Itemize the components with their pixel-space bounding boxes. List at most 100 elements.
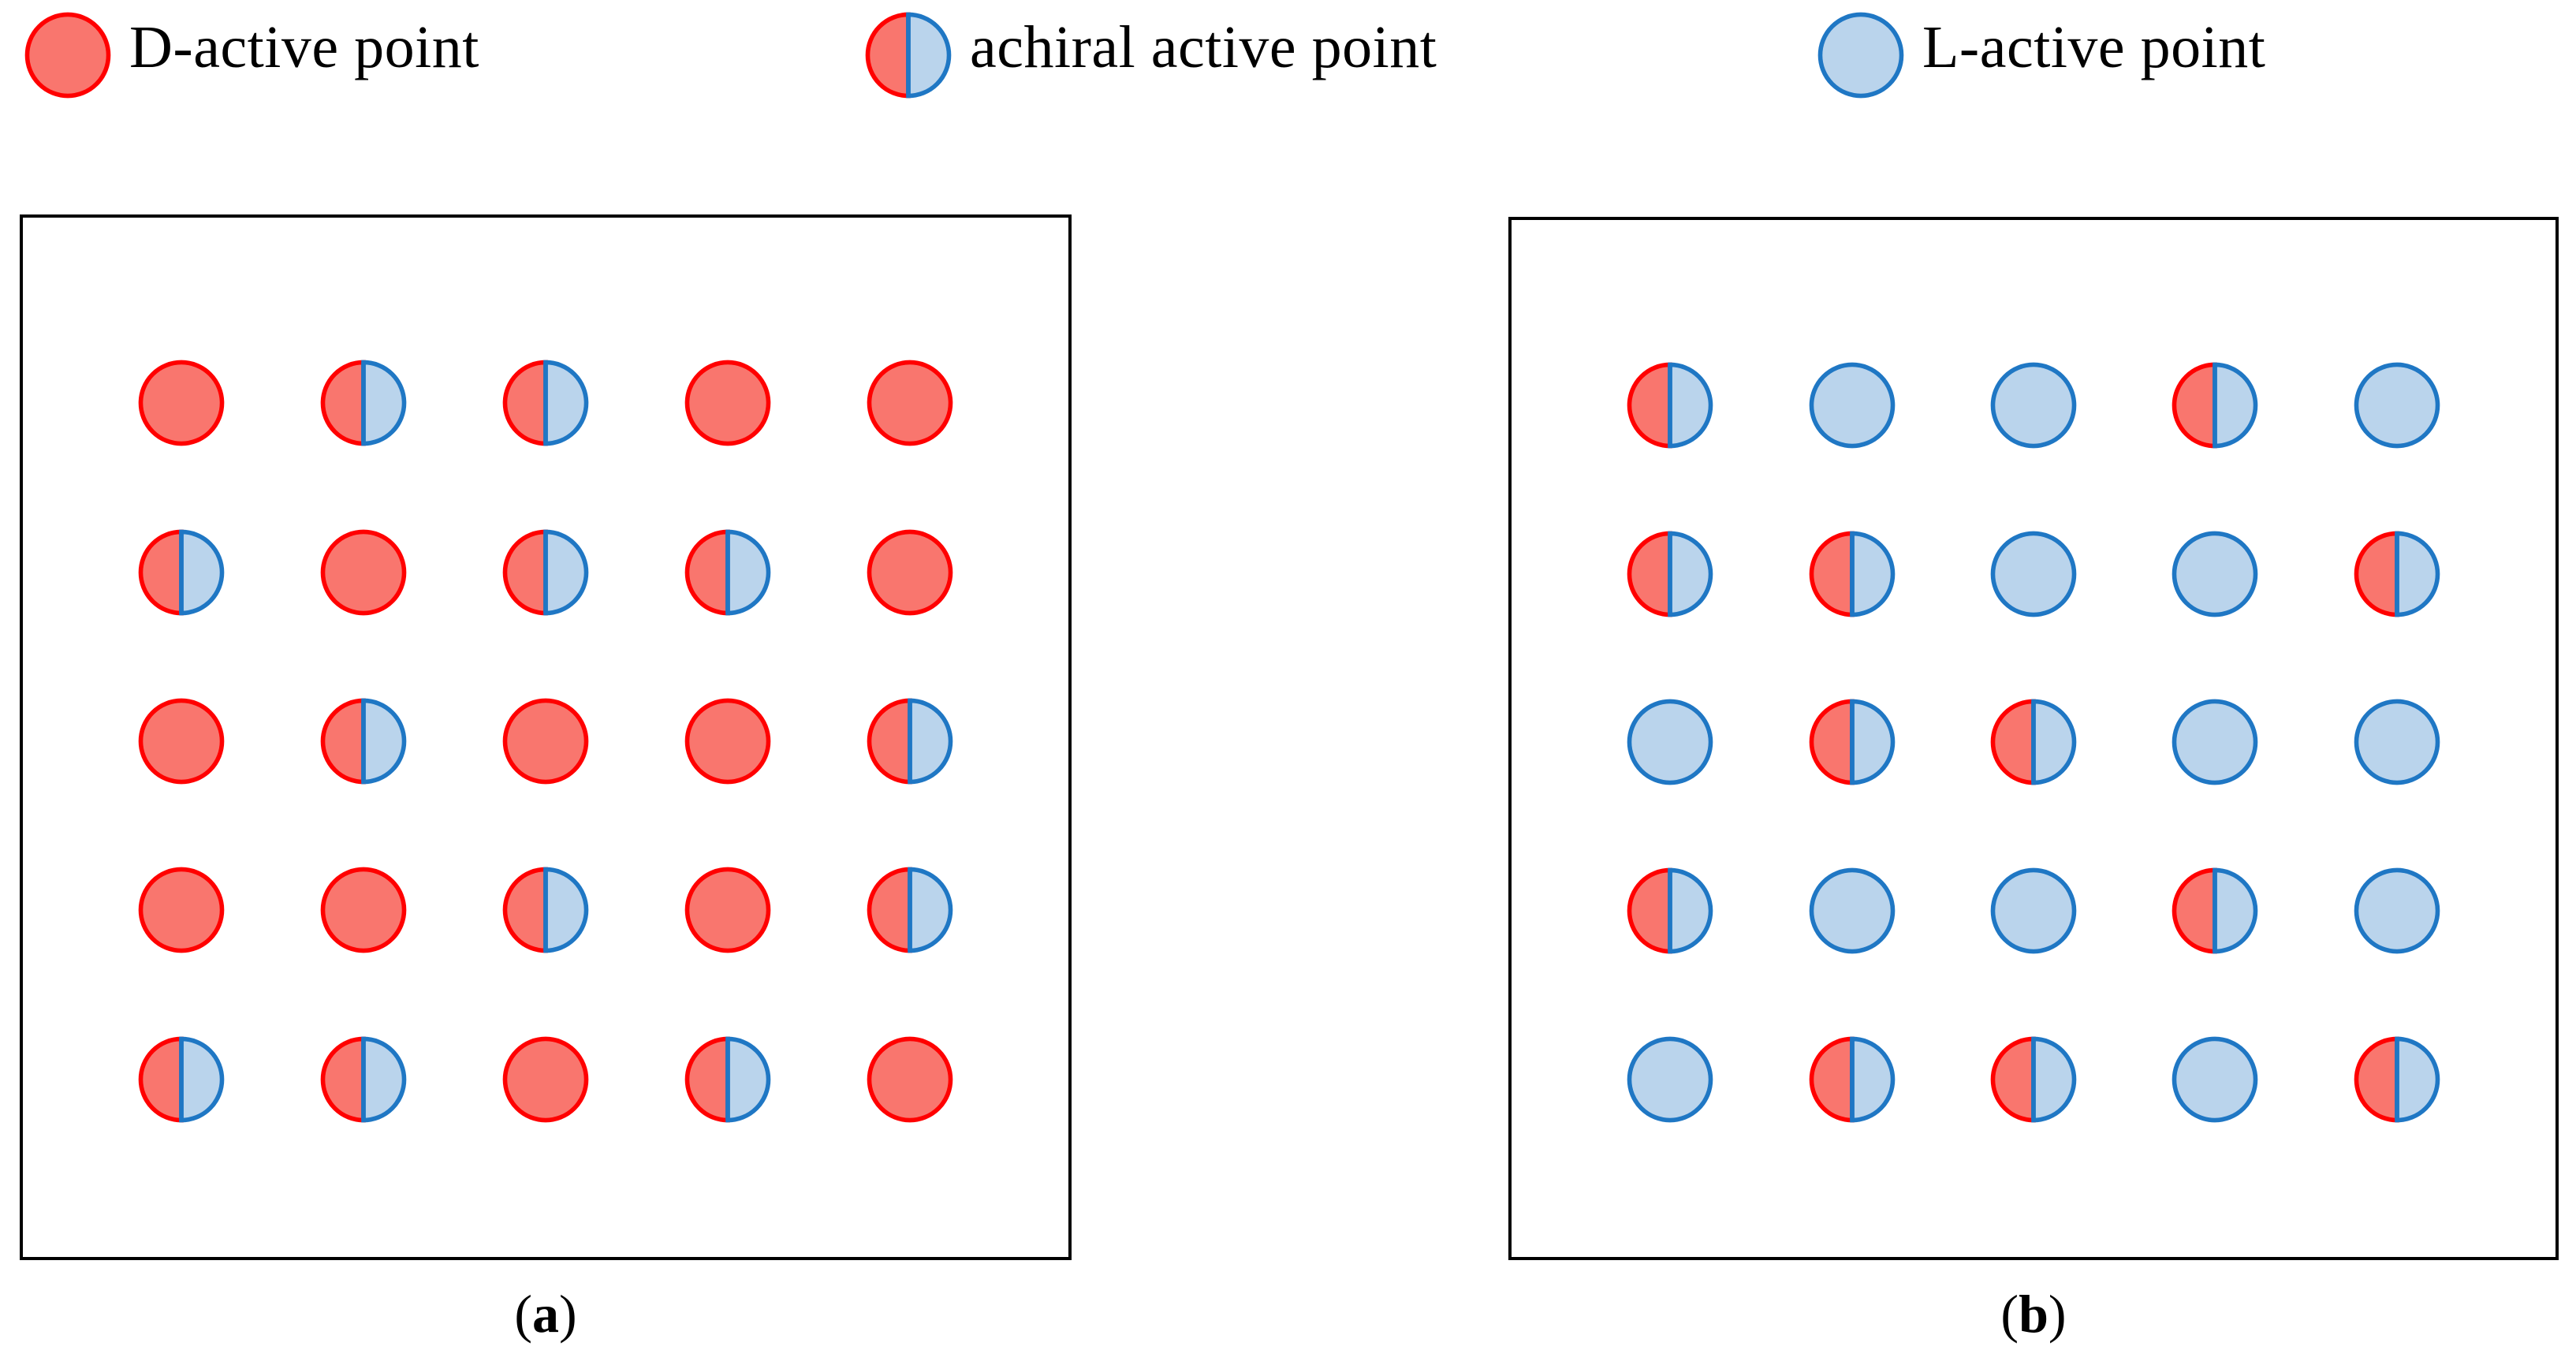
legend-label-achiral: achiral active point <box>970 14 1437 80</box>
achiral-half-circle-icon <box>1627 531 1713 617</box>
lattice-cell-b-r2c2 <box>1761 490 1942 658</box>
achiral-half-circle-icon <box>1809 531 1895 617</box>
d-active-circle-icon <box>139 360 225 446</box>
lattice-cell-a-r5c1 <box>91 995 273 1164</box>
d-active-circle-icon <box>684 360 771 446</box>
lattice-cell-b-r5c1 <box>1579 995 1761 1164</box>
lattice-cell-a-r3c5 <box>818 657 1001 826</box>
d-active-circle-icon <box>684 867 771 953</box>
achiral-half-circle-icon <box>867 698 952 785</box>
lattice-cell-b-r5c2 <box>1761 995 1942 1164</box>
lattice-cell-a-r4c2 <box>273 826 455 994</box>
achiral-half-circle-icon <box>867 867 952 953</box>
lattice-cell-a-r3c3 <box>455 657 637 826</box>
achiral-half-circle-icon <box>320 1036 407 1123</box>
d-active-circle-icon <box>867 360 952 446</box>
lattice-cell-b-r3c4 <box>2124 658 2306 827</box>
legend: D-active point achiral active point L-acti… <box>0 0 2576 142</box>
lattice-cell-b-r3c1 <box>1579 658 1761 827</box>
l-active-circle-icon <box>2172 699 2258 785</box>
lattice-cell-b-r3c2 <box>1761 658 1942 827</box>
lattice-cell-a-r4c4 <box>636 826 818 994</box>
achiral-half-circle-icon <box>1627 362 1713 449</box>
achiral-half-circle-icon <box>864 11 952 99</box>
achiral-half-circle-icon <box>502 529 589 615</box>
achiral-half-circle-icon <box>502 867 589 953</box>
d-active-circle-icon <box>320 867 407 953</box>
lattice-cell-a-r2c5 <box>818 487 1001 656</box>
l-active-circle-icon <box>1990 867 2077 954</box>
caption-paren-close: ) <box>559 1284 577 1344</box>
lattice-cell-a-r1c4 <box>636 319 818 487</box>
lattice-cell-b-r3c3 <box>1943 658 2124 827</box>
achiral-half-circle-icon <box>865 12 952 99</box>
d-active-circle-icon <box>867 529 952 615</box>
l-active-circle-icon <box>2354 699 2440 785</box>
lattice-cell-b-r5c4 <box>2124 995 2306 1164</box>
l-active-circle-icon <box>1809 867 1895 954</box>
lattice-cell-b-r5c5 <box>2306 995 2488 1164</box>
lattice-cell-b-r4c5 <box>2306 826 2488 995</box>
l-active-circle-icon <box>2354 362 2440 449</box>
lattice-cell-b-r2c3 <box>1943 490 2124 658</box>
panel-a <box>20 214 1072 1260</box>
panel-b <box>1508 217 2559 1260</box>
achiral-half-circle-icon <box>139 1036 225 1123</box>
d-active-circle-icon <box>139 698 225 785</box>
d-active-circle-icon <box>24 12 111 99</box>
lattice-cell-b-r4c3 <box>1943 826 2124 995</box>
lattice-cell-a-r5c2 <box>273 995 455 1164</box>
achiral-half-circle-icon <box>1809 699 1895 785</box>
panel-a-caption: (a) <box>20 1287 1072 1341</box>
lattice-cell-a-r2c2 <box>273 487 455 656</box>
d-active-circle-icon <box>502 1036 589 1123</box>
l-active-circle-icon <box>1990 362 2077 449</box>
legend-label-l: L-active point <box>1922 14 2266 80</box>
caption-letter: a <box>532 1284 559 1344</box>
caption-paren-open: ( <box>514 1284 532 1344</box>
lattice-cell-b-r2c5 <box>2306 490 2488 658</box>
achiral-half-circle-icon <box>2172 362 2258 449</box>
d-active-circle-icon <box>24 11 111 99</box>
lattice-cell-a-r5c5 <box>818 995 1001 1164</box>
legend-item-achiral: achiral active point <box>864 0 1437 99</box>
achiral-half-circle-icon <box>684 1036 771 1123</box>
l-active-circle-icon <box>1809 362 1895 449</box>
achiral-half-circle-icon <box>684 529 771 615</box>
l-active-circle-icon <box>2172 531 2258 617</box>
achiral-half-circle-icon <box>320 698 407 785</box>
lattice-cell-a-r2c3 <box>455 487 637 656</box>
legend-label-d: D-active point <box>129 14 479 80</box>
lattice-cell-b-r1c1 <box>1579 321 1761 490</box>
panel-b-caption: (b) <box>1508 1287 2559 1341</box>
legend-item-l: L-active point <box>1817 0 2266 99</box>
achiral-half-circle-icon <box>2354 1036 2440 1123</box>
achiral-half-circle-icon <box>1990 1036 2077 1123</box>
lattice-cell-a-r2c4 <box>636 487 818 656</box>
l-active-circle-icon <box>1817 12 1904 99</box>
lattice-cell-a-r1c2 <box>273 319 455 487</box>
lattice-cell-b-r5c3 <box>1943 995 2124 1164</box>
lattice-cell-b-r1c3 <box>1943 321 2124 490</box>
achiral-half-circle-icon <box>1809 1036 1895 1123</box>
lattice-cell-a-r1c1 <box>91 319 273 487</box>
lattice-grid-a <box>23 218 1068 1257</box>
l-active-circle-icon <box>1817 11 1904 99</box>
lattice-cell-b-r1c2 <box>1761 321 1942 490</box>
lattice-cell-a-r4c5 <box>818 826 1001 994</box>
l-active-circle-icon <box>1627 699 1713 785</box>
caption-paren-open: ( <box>2000 1284 2019 1344</box>
l-active-circle-icon <box>2354 867 2440 954</box>
lattice-cell-b-r1c4 <box>2124 321 2306 490</box>
achiral-half-circle-icon <box>139 529 225 615</box>
lattice-cell-a-r4c3 <box>455 826 637 994</box>
lattice-cell-b-r3c5 <box>2306 658 2488 827</box>
l-active-circle-icon <box>1627 1036 1713 1123</box>
lattice-cell-b-r4c2 <box>1761 826 1942 995</box>
caption-paren-close: ) <box>2048 1284 2067 1344</box>
lattice-cell-b-r4c4 <box>2124 826 2306 995</box>
lattice-grid-b <box>1512 220 2555 1257</box>
lattice-cell-b-r2c1 <box>1579 490 1761 658</box>
l-active-circle-icon <box>1990 531 2077 617</box>
lattice-cell-a-r5c4 <box>636 995 818 1164</box>
